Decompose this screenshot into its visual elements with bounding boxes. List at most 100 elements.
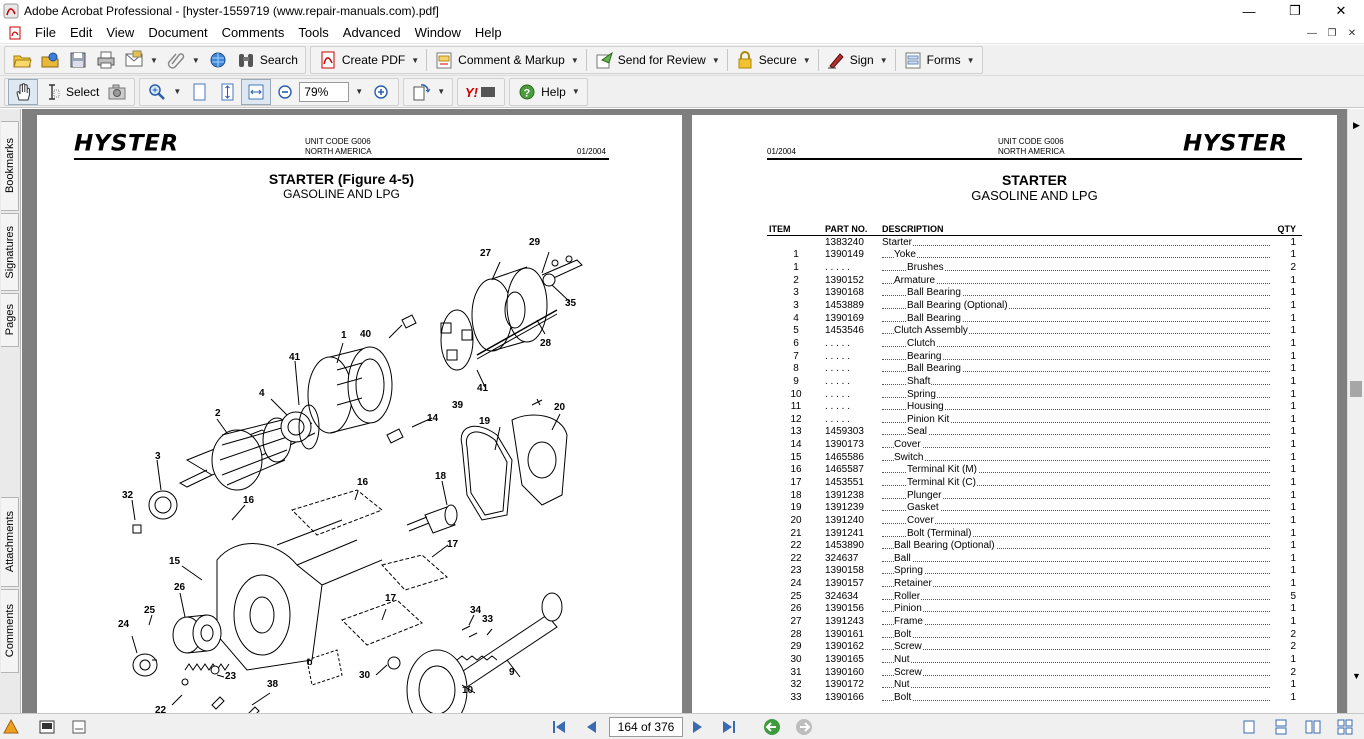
- task-toolbar: Create PDF ▼ Comment & Markup ▼ Send for…: [309, 46, 983, 74]
- row-qty: 1: [1290, 653, 1296, 665]
- close-button[interactable]: ✕: [1335, 3, 1347, 18]
- callout: 10: [462, 685, 474, 696]
- first-page-button[interactable]: [550, 718, 568, 736]
- go-forward-button[interactable]: [795, 718, 813, 736]
- row-item: 23: [790, 565, 802, 577]
- rotate-button[interactable]: ▼: [407, 79, 449, 105]
- menu-tools[interactable]: Tools: [298, 25, 329, 40]
- menu-file[interactable]: File: [35, 25, 56, 40]
- search-button[interactable]: Search: [232, 47, 302, 73]
- page-size-icon[interactable]: [70, 718, 88, 736]
- document-view[interactable]: HYSTER UNIT CODE G006 NORTH AMERICA 01/2…: [22, 109, 1347, 713]
- row-description-text: Screw: [894, 641, 923, 653]
- help-button[interactable]: ? Help ▼: [513, 79, 584, 105]
- file-toolbar: ▼ ▼ Search Create PDF ▼ Comment & Markup…: [0, 45, 1364, 76]
- zoom-out-icon: [275, 82, 295, 102]
- tab-pages[interactable]: Pages: [1, 293, 19, 347]
- yahoo-search-button[interactable]: Y!: [461, 79, 501, 105]
- row-item: 25: [790, 590, 802, 602]
- zoom-tool-button[interactable]: ▼: [143, 79, 185, 105]
- hand-tool-button[interactable]: [8, 78, 38, 105]
- previous-page-button[interactable]: [583, 718, 601, 736]
- menu-comments[interactable]: Comments: [221, 25, 285, 40]
- single-page-layout-button[interactable]: [1240, 718, 1258, 736]
- row-item: 13: [790, 426, 802, 438]
- actual-size-button[interactable]: [185, 79, 213, 105]
- page-number-field[interactable]: 164 of 376: [609, 717, 683, 737]
- callout: 30: [359, 670, 371, 681]
- organizer-button[interactable]: [36, 47, 64, 73]
- row-item: 30: [790, 653, 802, 665]
- comment-markup-button[interactable]: Comment & Markup ▼: [430, 47, 583, 73]
- last-page-button[interactable]: [720, 718, 738, 736]
- menu-advanced[interactable]: Advanced: [342, 25, 401, 40]
- menu-window[interactable]: Window: [414, 25, 461, 40]
- organizer-icon: [40, 50, 60, 70]
- select-tool-button[interactable]: Select: [38, 79, 103, 105]
- go-back-button[interactable]: [763, 718, 781, 736]
- row-qty: 1: [1290, 514, 1296, 526]
- row-description: Ball Bearing: [882, 312, 1270, 324]
- continuous-layout-button[interactable]: [1272, 718, 1290, 736]
- doc-minimize-button[interactable]: —: [1307, 27, 1317, 39]
- row-part-no: 324634: [825, 590, 859, 602]
- printer-icon: [96, 50, 116, 70]
- callout: 19: [479, 416, 491, 427]
- row-part-no: 1391243: [825, 616, 864, 628]
- tips-icon[interactable]: [2, 717, 20, 735]
- email-button[interactable]: ▼: [120, 47, 162, 73]
- row-description-text: Gasket: [907, 502, 940, 514]
- tab-bookmarks[interactable]: Bookmarks: [1, 121, 19, 211]
- scrollbar-thumb[interactable]: [1350, 381, 1362, 397]
- scroll-right-arrow[interactable]: ▶: [1353, 120, 1360, 130]
- secure-button[interactable]: Secure ▼: [731, 47, 815, 73]
- scroll-down-arrow[interactable]: ▼: [1352, 670, 1361, 681]
- doc-close-button[interactable]: ✕: [1347, 27, 1357, 39]
- doc-restore-button[interactable]: ❐: [1327, 27, 1337, 39]
- globe-search-icon: [208, 50, 228, 70]
- snapshot-button[interactable]: [103, 79, 131, 105]
- sign-button[interactable]: Sign ▼: [822, 47, 892, 73]
- save-button[interactable]: [64, 47, 92, 73]
- row-qty: 1: [1290, 337, 1296, 349]
- attach-button[interactable]: ▼: [162, 47, 204, 73]
- zoom-dropdown[interactable]: ▼: [355, 87, 364, 96]
- select-label: Select: [66, 84, 100, 99]
- zoom-out-button[interactable]: [271, 79, 299, 105]
- diagram-callouts: 29 27 35 1 40 28 41 41 39 2 4 14 19 20 3…: [118, 237, 577, 713]
- tab-attachments[interactable]: Attachments: [1, 497, 19, 587]
- fit-page-button[interactable]: [213, 79, 241, 105]
- send-review-button[interactable]: Send for Review ▼: [590, 47, 724, 73]
- menu-view[interactable]: View: [106, 25, 135, 40]
- web-search-button[interactable]: [204, 47, 232, 73]
- row-item: 33: [790, 691, 802, 703]
- forms-button[interactable]: Forms ▼: [899, 47, 979, 73]
- facing-layout-button[interactable]: [1304, 718, 1322, 736]
- fit-width-button[interactable]: [241, 78, 272, 105]
- create-pdf-button[interactable]: Create PDF ▼: [314, 47, 423, 73]
- menu-edit[interactable]: Edit: [69, 25, 93, 40]
- row-description-text: Terminal Kit (C): [907, 476, 977, 488]
- print-button[interactable]: [92, 47, 120, 73]
- continuous-facing-layout-button[interactable]: [1336, 718, 1354, 736]
- next-page-button[interactable]: [688, 718, 706, 736]
- zoom-input[interactable]: 79%: [299, 81, 350, 102]
- row-description: Cover: [882, 439, 1270, 451]
- open-button[interactable]: [8, 47, 36, 73]
- callout: 9: [509, 667, 515, 678]
- tab-signatures[interactable]: Signatures: [1, 213, 19, 291]
- minimize-button[interactable]: —: [1242, 3, 1256, 19]
- tab-comments[interactable]: Comments: [1, 589, 19, 673]
- menu-document[interactable]: Document: [148, 25, 208, 40]
- zoom-in-button[interactable]: [367, 79, 395, 105]
- menu-help[interactable]: Help: [474, 25, 502, 40]
- vertical-scrollbar[interactable]: ▶ ▼: [1347, 109, 1364, 713]
- pdf-document-icon[interactable]: [8, 26, 22, 40]
- document-properties-icon[interactable]: [38, 718, 56, 736]
- maximize-button[interactable]: ❐: [1289, 3, 1301, 18]
